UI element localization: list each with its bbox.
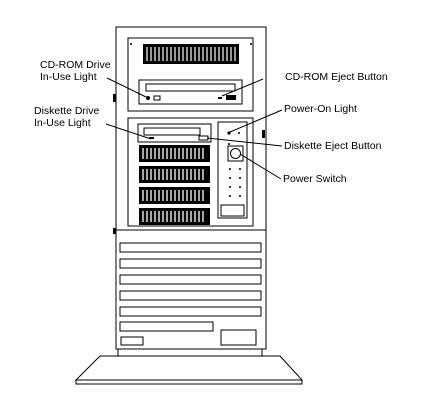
side-notch [262,130,265,138]
cdrom-drive [138,79,243,105]
lower-vent-panel [113,228,266,346]
control-panel [217,121,248,219]
cdrom-small-slot [153,95,161,101]
cdrom-inuse-label-line1: CD-ROM Drive [40,59,111,71]
cdrom-inuse-light [146,96,150,100]
diskette-eject-button-label: Diskette Eject Button [284,140,382,152]
diskette-eject-button[interactable] [198,135,209,141]
diskette-inuse-light-label: Diskette Drive In-Use Light [34,105,99,129]
cdrom-inuse-light-label: CD-ROM Drive In-Use Light [40,59,111,83]
diskette-inuse-label-line1: Diskette Drive [34,105,100,117]
side-notch [113,94,116,102]
power-switch-label: Power Switch [283,173,347,185]
cdrom-eject-button[interactable] [226,95,236,100]
power-on-light [227,131,231,135]
tower-base [74,347,304,385]
cdrom-eject-button-label: CD-ROM Eject Button [285,71,388,83]
diskette-inuse-label-line2: In-Use Light [34,117,91,129]
bay-covers [139,145,210,225]
callout-leaders [105,77,283,180]
diskette-inuse-light [149,137,154,139]
power-on-light-label: Power-On Light [284,103,357,115]
cdrom-inuse-label-line2: In-Use Light [40,71,97,83]
